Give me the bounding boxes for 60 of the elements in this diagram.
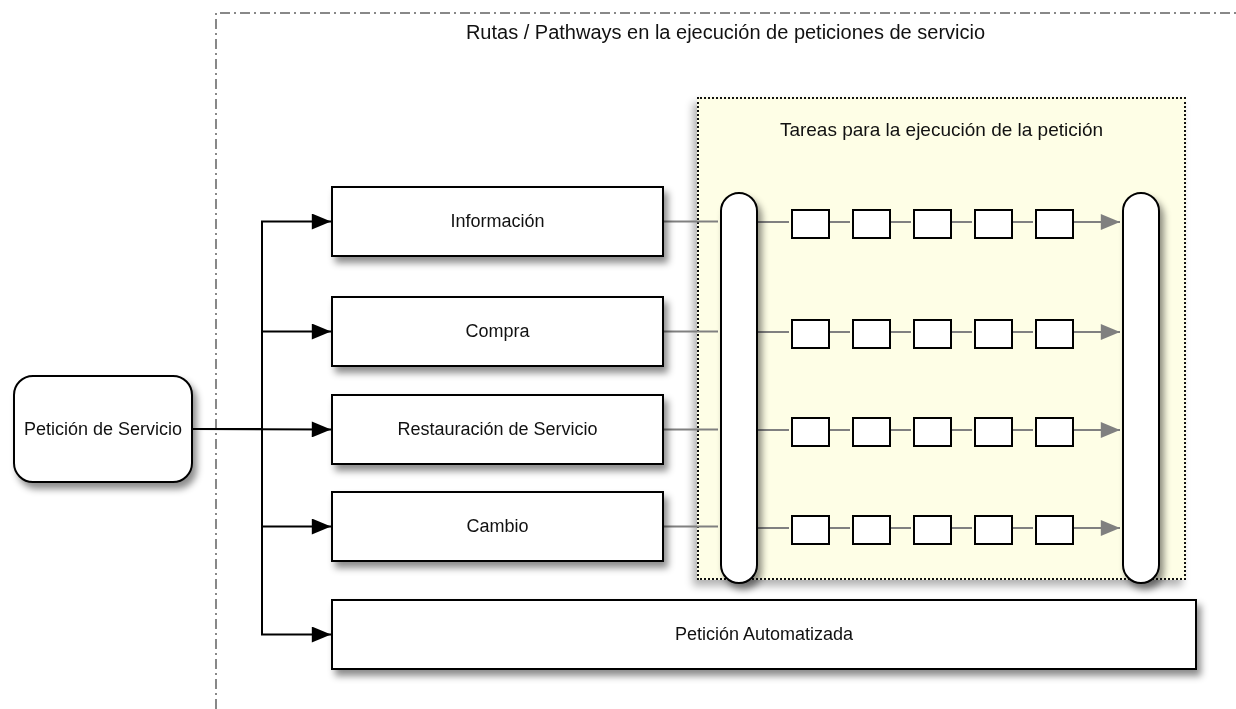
pathway-box: Restauración de Servicio	[331, 394, 664, 465]
area-title: Tareas para la ejecución de la petición	[779, 119, 1104, 141]
task-box	[852, 417, 891, 447]
task-box	[974, 515, 1013, 545]
collector-bar	[1122, 192, 1160, 584]
connector-line	[1010, 221, 1034, 223]
pathway-box: Cambio	[331, 491, 664, 562]
arrow	[1071, 214, 1121, 230]
connector-line	[755, 429, 790, 431]
connector-line	[949, 429, 973, 431]
task-box	[913, 319, 952, 349]
connector-line	[1010, 527, 1034, 529]
connector-line	[755, 221, 790, 223]
task-box	[791, 515, 830, 545]
task-box	[974, 209, 1013, 239]
connector-line	[949, 331, 973, 333]
pathway-box: Compra	[331, 296, 664, 367]
connector-line	[755, 527, 790, 529]
connector-line	[1010, 331, 1034, 333]
connector-line	[827, 527, 851, 529]
task-box	[913, 515, 952, 545]
task-box	[913, 417, 952, 447]
arrow	[192, 428, 332, 643]
connector-line	[949, 527, 973, 529]
arrow	[1071, 324, 1121, 340]
pathway-box: Petición Automatizada	[331, 599, 1197, 670]
connector-line	[663, 220, 719, 223]
task-box	[852, 319, 891, 349]
task-box	[1035, 319, 1074, 349]
collector-bar	[720, 192, 758, 584]
arrow	[1071, 422, 1121, 438]
connector-line	[755, 331, 790, 333]
pathway-box: Información	[331, 186, 664, 257]
task-box	[791, 319, 830, 349]
connector-line	[888, 527, 912, 529]
task-box	[852, 515, 891, 545]
connector-line	[663, 525, 719, 528]
region-title: Rutas / Pathways en la ejecución de peticiones de servicio	[465, 21, 986, 44]
request-box: Petición de Servicio	[13, 375, 193, 483]
connector-line	[888, 221, 912, 223]
task-box	[974, 417, 1013, 447]
connector-line	[888, 429, 912, 431]
task-box	[1035, 515, 1074, 545]
connector-line	[663, 330, 719, 333]
task-box	[852, 209, 891, 239]
task-box	[1035, 417, 1074, 447]
connector-line	[663, 428, 719, 431]
task-box	[791, 209, 830, 239]
connector-line	[827, 331, 851, 333]
pathway-region	[215, 12, 1236, 709]
connector-line	[949, 221, 973, 223]
connector-line	[1010, 429, 1034, 431]
task-box	[913, 209, 952, 239]
task-box	[791, 417, 830, 447]
task-box	[974, 319, 1013, 349]
arrow	[1071, 520, 1121, 536]
task-box	[1035, 209, 1074, 239]
connector-line	[888, 331, 912, 333]
connector-line	[827, 429, 851, 431]
connector-line	[827, 221, 851, 223]
